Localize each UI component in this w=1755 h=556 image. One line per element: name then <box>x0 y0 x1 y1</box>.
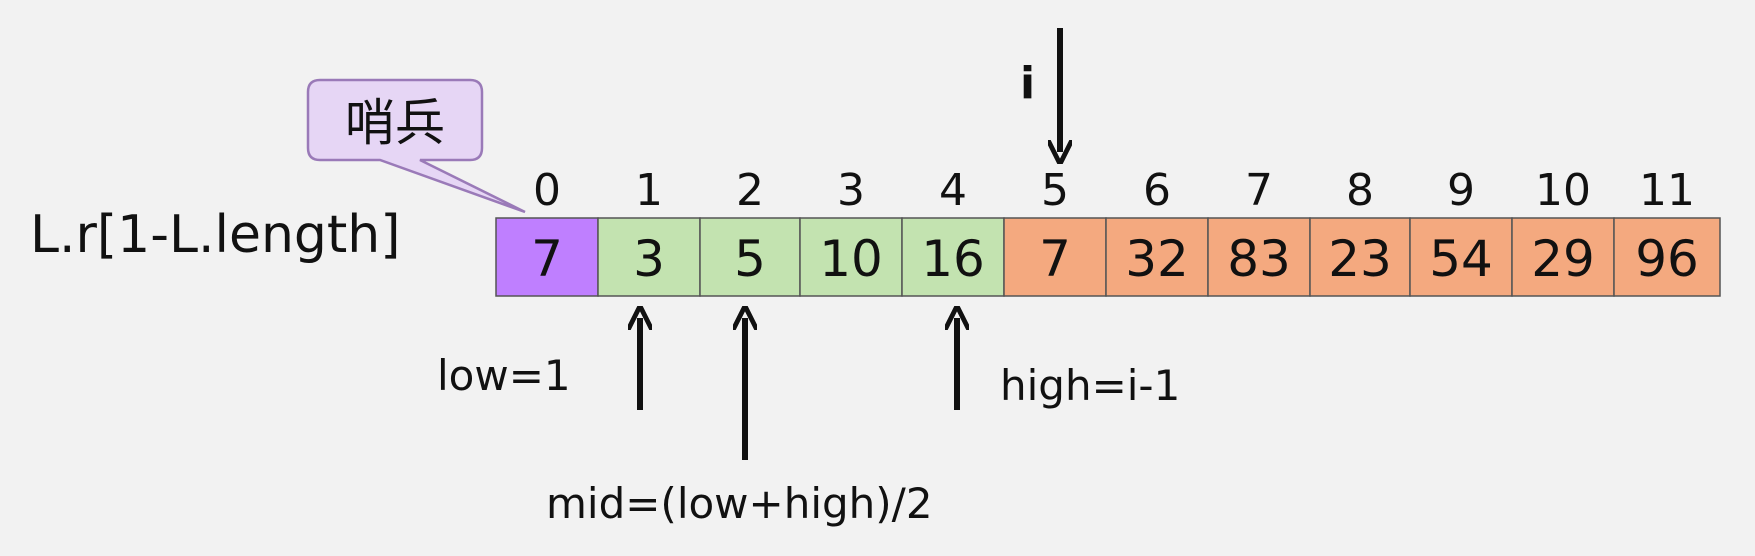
array-label: L.r[1-L.length] <box>30 205 401 265</box>
index-label-4: 4 <box>939 165 967 216</box>
array-cell-9: 54 <box>1409 217 1513 297</box>
cell-value: 7 <box>1039 230 1071 288</box>
cell-box <box>1003 217 1107 297</box>
cell-value: 5 <box>734 230 766 288</box>
cell-value: 16 <box>921 230 985 288</box>
array-cell-10: 29 <box>1511 217 1615 297</box>
pointer-low-label: low=1 <box>437 351 571 400</box>
index-row: 0 1 2 3 4 5 6 7 8 9 10 11 <box>533 165 1695 216</box>
pointer-low: low=1 <box>437 318 640 410</box>
index-label-10: 10 <box>1535 165 1591 216</box>
array-cell-11: 96 <box>1613 217 1721 297</box>
index-label-0: 0 <box>533 165 561 216</box>
index-label-6: 6 <box>1143 165 1171 216</box>
cell-box <box>1207 217 1311 297</box>
array-cell-7: 83 <box>1207 217 1311 297</box>
cell-value: 83 <box>1227 230 1291 288</box>
index-label-8: 8 <box>1346 165 1374 216</box>
index-label-7: 7 <box>1245 165 1273 216</box>
cell-value: 96 <box>1635 230 1699 288</box>
cell-value: 54 <box>1429 230 1493 288</box>
cell-value: 3 <box>633 230 665 288</box>
index-label-2: 2 <box>736 165 764 216</box>
pointer-high: high=i-1 <box>957 318 1180 410</box>
array-cell-4: 16 <box>901 217 1005 297</box>
cell-box <box>1511 217 1615 297</box>
callout-label: 哨兵 <box>345 94 445 152</box>
array-cell-5: 7 <box>1003 217 1107 297</box>
index-label-1: 1 <box>635 165 663 216</box>
cell-box <box>495 217 599 297</box>
pointer-mid: mid=(low+high)/2 <box>546 318 933 528</box>
cell-box <box>1105 217 1209 297</box>
cell-box <box>1309 217 1411 297</box>
cell-value: 29 <box>1531 230 1595 288</box>
array-cell-8: 23 <box>1309 217 1411 297</box>
index-label-3: 3 <box>837 165 865 216</box>
callout-bubble <box>306 78 526 214</box>
array-cell-0: 7 <box>495 217 599 297</box>
index-label-5: 5 <box>1041 165 1069 216</box>
cell-value: 7 <box>531 230 563 288</box>
cell-value: 10 <box>819 230 883 288</box>
pointer-i-label: i <box>1020 58 1035 109</box>
array-cell-6: 32 <box>1105 217 1209 297</box>
cell-box <box>699 217 801 297</box>
cell-value: 23 <box>1328 230 1392 288</box>
pointer-i: i <box>1020 28 1060 152</box>
cell-box <box>799 217 903 297</box>
sentinel-callout: 哨兵 <box>306 78 526 214</box>
array-cells: 7 3 5 10 16 7 32 83 23 54 29 96 <box>495 217 1721 297</box>
cell-box <box>1613 217 1721 297</box>
array-cell-3: 10 <box>799 217 903 297</box>
cell-box <box>597 217 701 297</box>
array-cell-1: 3 <box>597 217 701 297</box>
pointer-mid-label: mid=(low+high)/2 <box>546 479 933 528</box>
index-label-9: 9 <box>1447 165 1475 216</box>
cell-box <box>1409 217 1513 297</box>
array-cell-2: 5 <box>699 217 801 297</box>
index-label-11: 11 <box>1639 165 1695 216</box>
pointer-high-label: high=i-1 <box>1000 361 1180 410</box>
cell-value: 32 <box>1125 230 1189 288</box>
